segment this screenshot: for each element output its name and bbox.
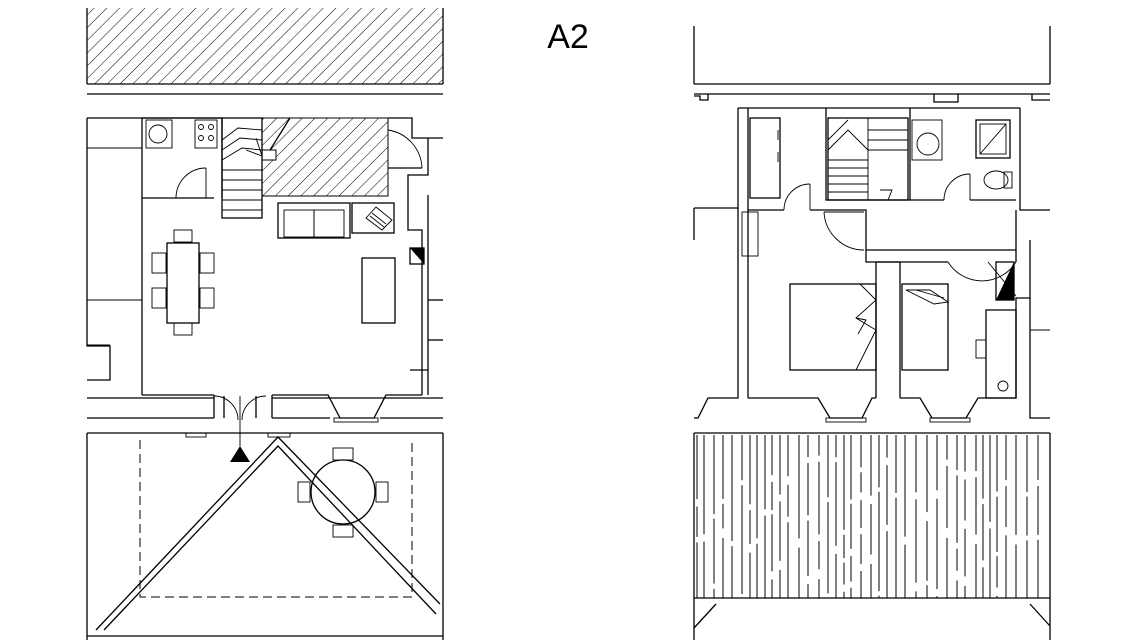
flue-marker-icon-first <box>995 261 1015 301</box>
sofa-icon <box>277 202 351 239</box>
ground-floor-plan <box>86 8 444 640</box>
armchair-icon <box>351 202 395 234</box>
staircase-first <box>827 117 909 201</box>
sink-icon <box>148 124 168 144</box>
single-bed-icon <box>901 283 950 371</box>
first-floor-walls <box>693 93 1050 423</box>
sideboard-icon <box>361 257 396 324</box>
kitchenette-icon <box>975 309 1017 399</box>
shower-tray-icon <box>979 123 1007 155</box>
first-floor-plan <box>693 26 1051 640</box>
wardrobe-icon <box>749 117 781 199</box>
ground-floor-walls <box>86 93 443 423</box>
toilet-icon <box>983 170 1009 190</box>
double-bed-icon <box>789 283 877 371</box>
deck-boards <box>696 435 1039 598</box>
terrace <box>86 420 444 640</box>
kitchen-corner <box>142 117 223 199</box>
entry-arrow-icon <box>230 446 250 462</box>
front-double-door <box>185 395 291 438</box>
round-table-icon <box>297 447 389 538</box>
staircase-ground <box>221 117 263 219</box>
hatched-void <box>261 117 389 197</box>
bathroom-fixtures <box>911 119 1013 190</box>
dining-table-icon <box>151 229 215 336</box>
flue-marker-icon <box>409 247 425 265</box>
plan-title: A2 <box>547 18 589 56</box>
hatched-area-top <box>87 8 443 84</box>
cooktop-icon <box>194 119 218 149</box>
decking-area <box>693 432 1051 640</box>
washbasin-icon <box>916 132 940 156</box>
